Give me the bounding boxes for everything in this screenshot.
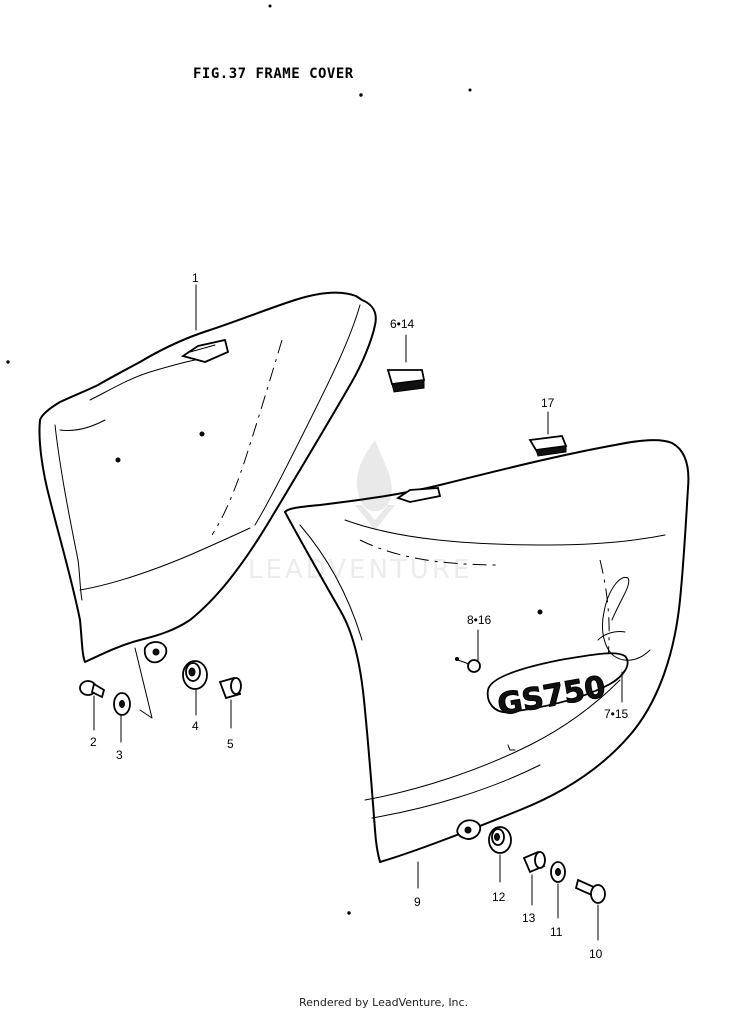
grommet-part-4 [182,660,208,716]
callout-17: 17 [541,396,555,410]
callout-9: 9 [414,895,421,909]
callout-7-15: 7•15 [604,707,629,721]
callout-2: 2 [90,735,97,749]
callout-13: 13 [522,911,536,925]
washer-part-11 [550,861,566,919]
callout-5: 5 [227,737,234,751]
callout-8-16: 8•16 [467,613,492,627]
callout-10: 10 [589,947,603,961]
callout-1: 1 [192,271,199,285]
footer-credit: Rendered by LeadVenture, Inc. [299,996,468,1009]
callout-3: 3 [116,748,123,762]
gs750-emblem: GS750 [486,576,651,724]
fastener-part-8-16 [455,629,481,673]
washer-part-3 [113,692,131,743]
scan-specks [6,4,472,915]
leadventure-watermark: LEADVENTURE [248,440,472,585]
right-frame-cover [284,439,690,863]
grommet-part-12 [488,826,512,883]
clip-part-17 [528,411,568,457]
callout-11: 11 [550,925,563,939]
left-frame-cover [38,291,377,664]
leader-guide-left [134,647,153,719]
figure-title: FIG.37 FRAME COVER [193,66,354,82]
collar-part-13 [522,850,546,906]
callout-6-14: 6•14 [390,317,415,331]
callout-4: 4 [192,719,199,733]
screw-part-10 [574,878,606,941]
leader-guide-left-b [139,709,153,719]
collar-part-5 [218,676,242,729]
callout-12: 12 [492,890,506,904]
screw-part-2 [79,680,106,731]
clip-part-6-14 [386,334,426,393]
watermark-text: LEADVENTURE [248,555,472,585]
